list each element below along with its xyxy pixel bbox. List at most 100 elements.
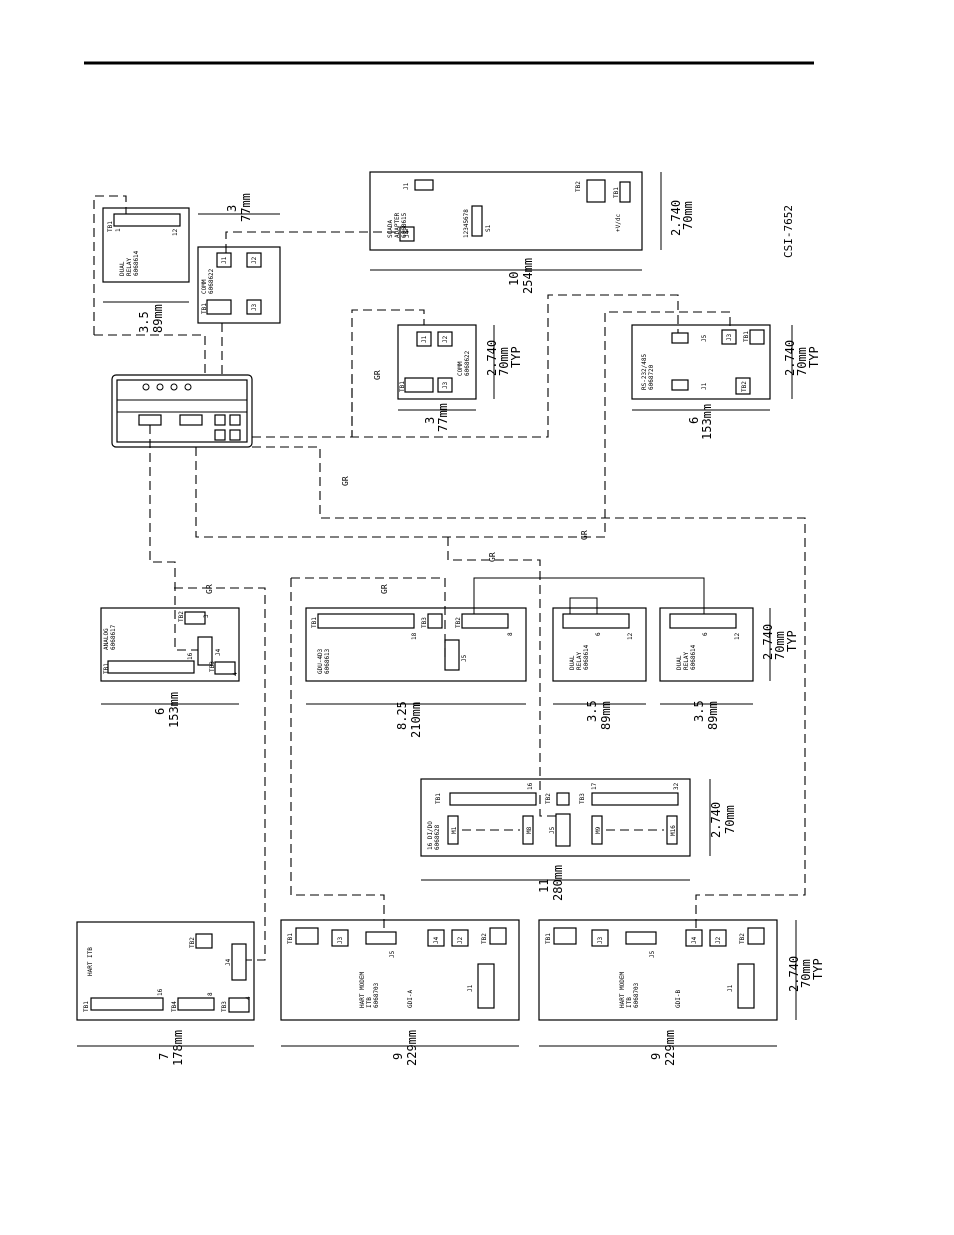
scada-dim-w: 10 xyxy=(507,272,521,286)
dual-relay-a-pin12: 12 xyxy=(627,632,634,640)
hart-modem-b-j3: J3 xyxy=(597,936,604,944)
dido-tb2: TB2 xyxy=(545,793,552,804)
top-comm-dim-mm: 77mm xyxy=(239,193,253,222)
hart-modem-b-tb1: TB1 xyxy=(545,933,552,944)
gr-labels: GR GR GR GR GR GR xyxy=(205,370,589,594)
gr-label-2: GR xyxy=(341,476,350,486)
rs232-dim-w-mm: 153mm xyxy=(700,404,714,440)
module-dual-relay-a: 6 12 DUALRELAY6068614 3.5 89mm xyxy=(552,607,647,730)
gdu-pin18: 18 xyxy=(411,632,418,640)
analog-dim-w-mm: 153mm xyxy=(167,692,181,728)
hart-modem-b-dim-h-mm: 70mm xyxy=(799,959,813,988)
module-dido: TB1 16 TB2 17 TB3 32 M1 M8 J5 M9 M16 16 … xyxy=(420,778,737,901)
mid-comm-dim-h-typ: TYP xyxy=(509,346,523,368)
top-comm-jack-c: J3 xyxy=(251,303,258,311)
hart-modem-a-j5: J5 xyxy=(389,950,396,958)
gdu-tb1: TB1 xyxy=(311,617,318,628)
hart-modem-b-dim-w: 9 xyxy=(649,1053,663,1060)
dido-m1: M1 xyxy=(451,826,458,834)
dual-relay-a-pin6: 6 xyxy=(595,632,602,636)
scada-dim-h-mm: 70mm xyxy=(681,201,695,230)
rs232-j1: J1 xyxy=(701,382,708,390)
top-comm-dim: 3 xyxy=(225,205,239,212)
dual-relay-b-dim: 3.5 xyxy=(692,700,706,722)
hart-modem-b-title: HART MODEMITB6068703 xyxy=(619,971,640,1008)
gr-label-5: GR xyxy=(488,552,497,562)
mid-comm-dim-w-mm: 77mm xyxy=(436,403,450,432)
hart-itb-tb3: TB3 xyxy=(221,1001,228,1012)
wiring xyxy=(93,195,806,961)
hart-modem-a-title: HART MODEMITB6068703 xyxy=(359,971,380,1008)
rs232-title: RS-232/4856068720 xyxy=(641,353,655,390)
hart-modem-b-dim-h: 2.740 xyxy=(787,956,801,992)
gdu-title: GDU-4D36068613 xyxy=(317,648,331,674)
dual-relay-b-title: DUALRELAY6068614 xyxy=(676,644,697,670)
drawing-code: CSI-7652 xyxy=(782,205,795,258)
hart-itb-tb2: TB2 xyxy=(189,937,196,948)
dual-relay-b-dim-h-typ: TYP xyxy=(785,630,799,652)
dual-relay-a-dim-mm: 89mm xyxy=(599,701,613,730)
dido-dim-w-mm: 280mm xyxy=(551,865,565,901)
gdu-pin8: 8 xyxy=(507,632,514,636)
hart-modem-b-j1: J1 xyxy=(727,984,734,992)
module-scada: J1 J4 SCADAADAPTER6068615 12345678 S1 TB… xyxy=(369,171,695,294)
hart-itb-tb1: TB1 xyxy=(83,1001,90,1012)
dido-title: 16 DI/DO6068628 xyxy=(427,821,441,850)
dido-m16: M16 xyxy=(670,825,677,836)
scada-dim-w-mm: 254mm xyxy=(521,258,535,294)
dido-j5: J5 xyxy=(549,826,556,834)
gdu-dim-w: 8.25 xyxy=(395,701,409,730)
module-dual-relay-b: 6 12 DUALRELAY6068614 3.5 89mm 2.740 70m… xyxy=(659,607,799,730)
gdu-j5: J5 xyxy=(461,654,468,662)
top-comm-tb: TB1 xyxy=(201,303,208,314)
rs232-dim-h-mm: 70mm xyxy=(795,347,809,376)
dual-relay-a-title: DUALRELAY6068614 xyxy=(569,644,590,670)
hart-itb-j4: J4 xyxy=(225,958,232,966)
hart-itb-pin4: 4 xyxy=(245,996,252,1000)
scada-jack: J1 xyxy=(403,182,410,190)
top-dual-relay-dim-mm: 89mm xyxy=(151,304,165,333)
mid-comm-dim-h: 2.740 xyxy=(485,340,499,376)
dido-m9: M9 xyxy=(595,826,602,834)
analog-title: ANALOG6068617 xyxy=(103,624,117,650)
analog-tb3: TB3 xyxy=(209,661,216,672)
hart-itb-dim-w-mm: 178mm xyxy=(171,1030,185,1066)
dido-pin32: 32 xyxy=(673,782,680,790)
hart-modem-b-dim-h-typ: TYP xyxy=(811,958,825,980)
hart-modem-b-j5: J5 xyxy=(649,950,656,958)
scada-title: SCADAADAPTER6068615 xyxy=(387,212,408,238)
dido-tb1: TB1 xyxy=(435,793,442,804)
top-comm-title: COMM6068622 xyxy=(201,268,215,294)
analog-tb2: TB2 xyxy=(178,611,185,622)
gr-label-6: GR xyxy=(580,530,589,540)
hart-modem-a-j3: J3 xyxy=(337,936,344,944)
rs232-tb2: TB2 xyxy=(741,381,748,392)
dual-relay-b-dim-h: 2.740 xyxy=(761,624,775,660)
dual-relay-b-pin6: 6 xyxy=(702,632,709,636)
analog-j4: J4 xyxy=(215,648,222,656)
module-mid-comm: J1 J2 J3 TB1 COMM6068622 2.740 70mm TYP … xyxy=(397,324,523,432)
hart-modem-a-dim-w: 9 xyxy=(391,1053,405,1060)
module-hart-itb: HART ITB TB1 16 TB4 8 TB3 4 TB2 J4 7 178… xyxy=(76,921,255,1066)
hart-modem-a-tb2: TB2 xyxy=(481,933,488,944)
top-dual-relay-pin1: 1 xyxy=(115,228,122,232)
hart-modem-a-j2: J2 xyxy=(457,936,464,944)
top-comm-jack-b: J2 xyxy=(251,256,258,264)
dido-pin16: 16 xyxy=(527,782,534,790)
module-gdu: TB1 18 TB3 TB2 8 J5 GDU-4D36068613 8.25 … xyxy=(305,607,527,738)
hart-itb-pin16: 16 xyxy=(157,988,164,996)
gdu-dim-w-mm: 210mm xyxy=(409,702,423,738)
gr-label-3: GR xyxy=(205,584,214,594)
hart-modem-a-sub: GDI-A xyxy=(407,990,414,1008)
top-dual-relay-tb: TB1 xyxy=(107,221,114,232)
hart-itb-title: HART ITB xyxy=(87,947,94,976)
hart-modem-a-j1: J1 xyxy=(467,984,474,992)
hart-modem-b-dim-w-mm: 229mm xyxy=(663,1030,677,1066)
rs232-dim-h-typ: TYP xyxy=(807,346,821,368)
gdu-tb2: TB2 xyxy=(455,617,462,628)
rs232-tb1: TB1 xyxy=(743,331,750,342)
scada-switch-nums: 12345678 xyxy=(463,209,470,238)
module-hart-modem-a: TB1 J3 J5 J4 J2 TB2 J1 HART MODEMITB6068… xyxy=(280,919,520,1066)
dual-relay-b-pin12: 12 xyxy=(734,632,741,640)
